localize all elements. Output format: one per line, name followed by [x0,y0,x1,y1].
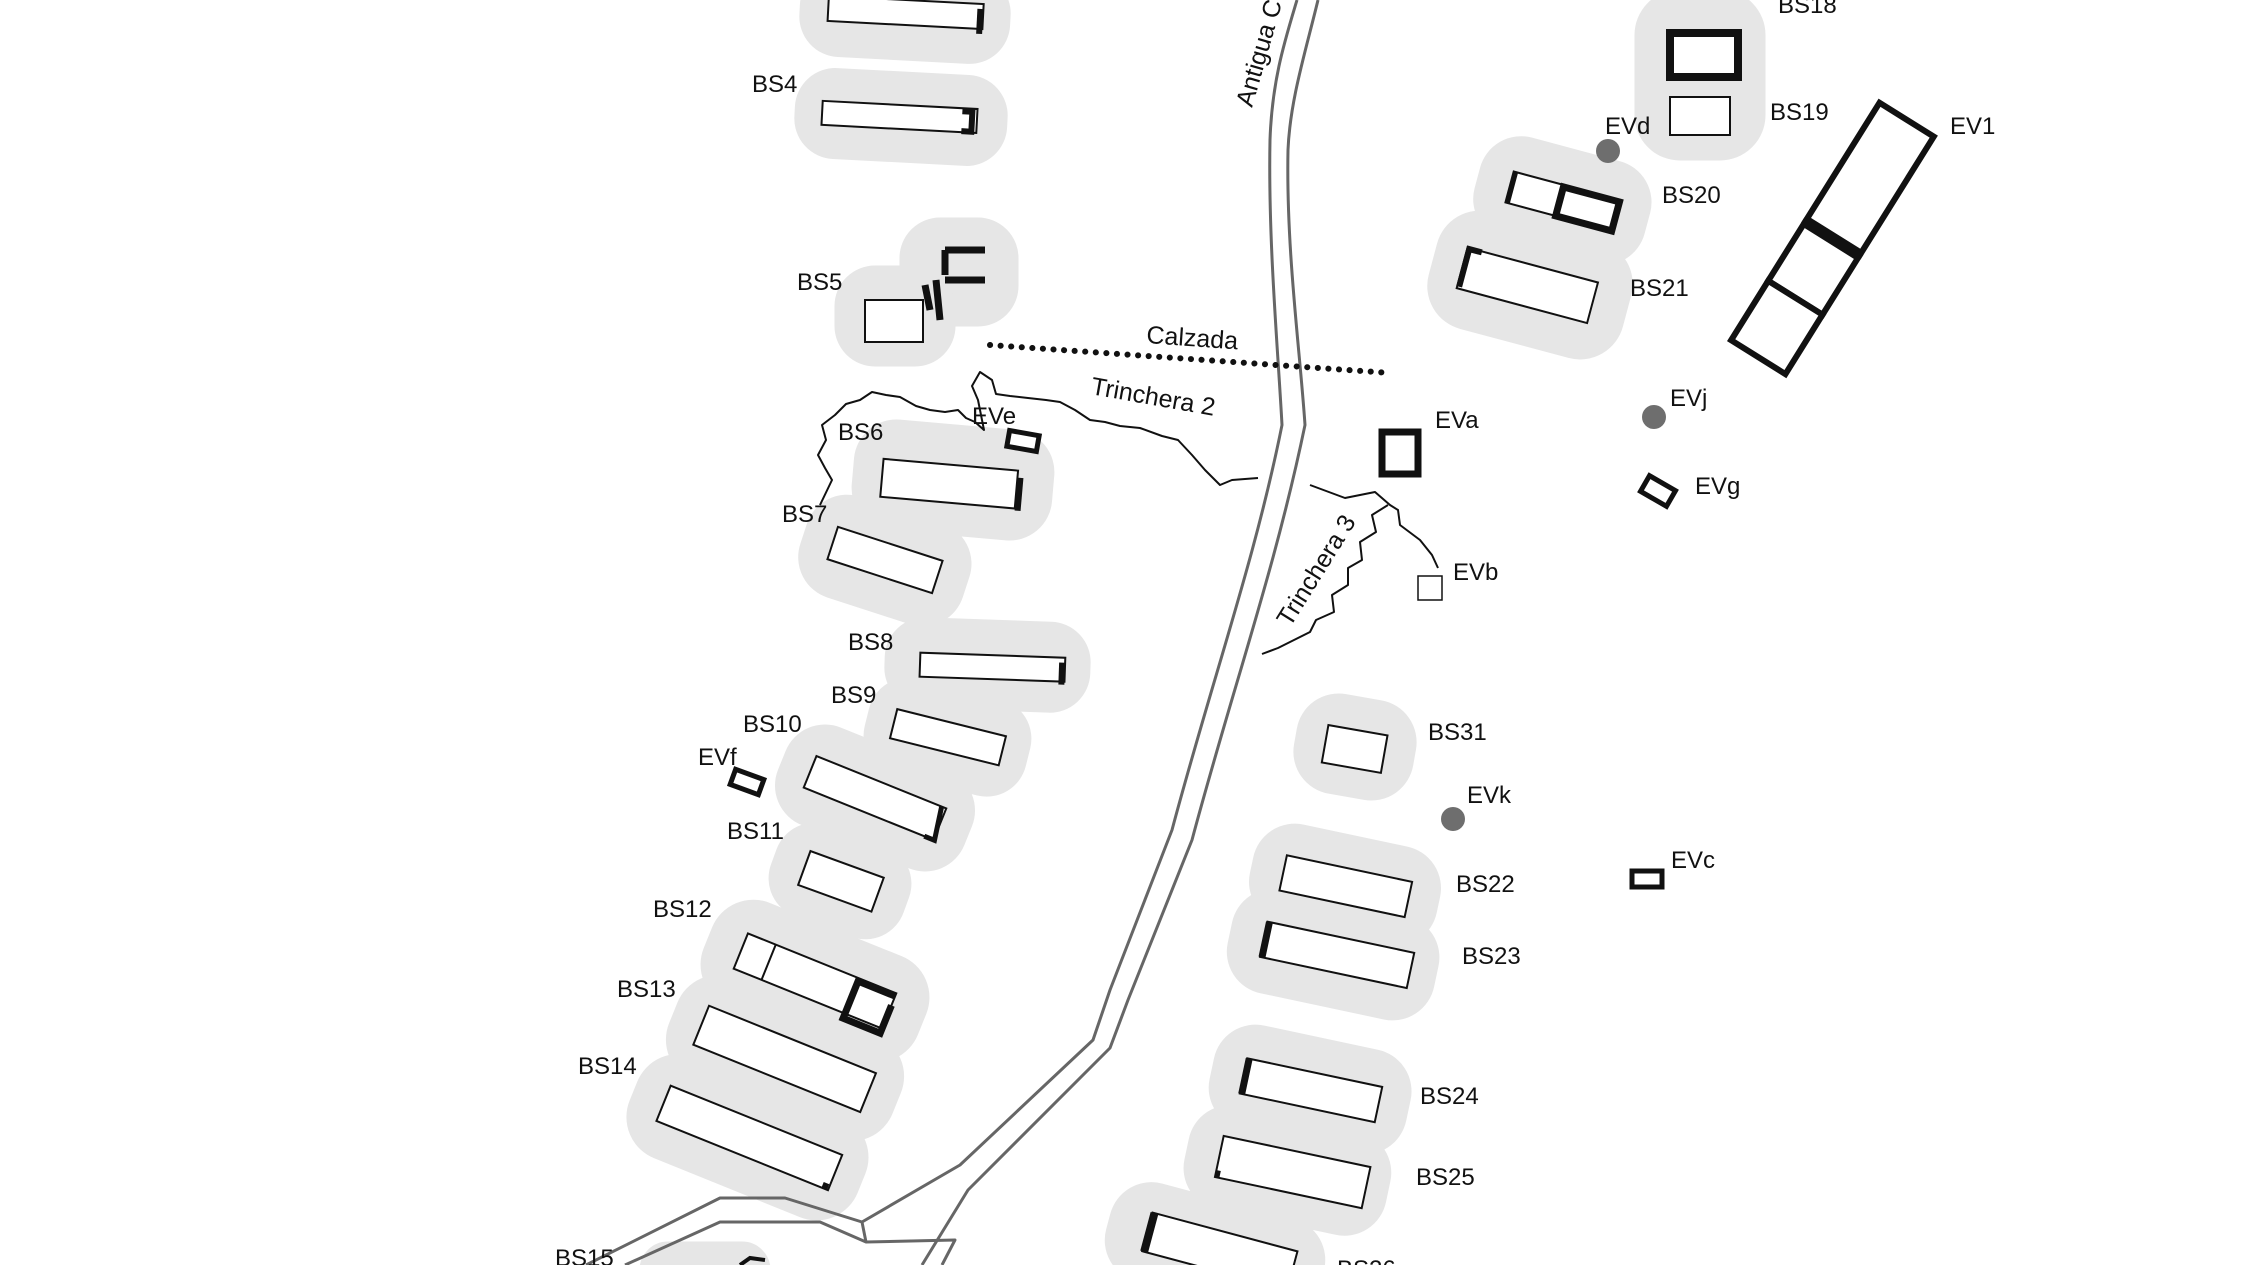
calzada-dotted-line [987,342,1393,376]
road-labels: Antigua C Calzada Trinchera 2 Trinchera … [1089,0,1362,631]
building-bs4 [820,99,979,135]
label-bs15: BS15 [555,1245,614,1265]
building-bs9 [888,707,1008,767]
label-bs23: BS23 [1462,943,1521,970]
road-branch-upper [585,1196,863,1265]
label-bs6: BS6 [838,419,883,446]
building-bs20 [1504,170,1624,236]
label-bs5: BS5 [797,269,842,296]
building-bs14 [655,1084,844,1192]
trinchera-3-branch [1261,504,1389,655]
halo-bs15 [639,1241,771,1265]
building-bs26 [1140,1211,1299,1265]
label-bs18: BS18 [1778,0,1837,19]
label-bs20: BS20 [1662,182,1721,209]
trenches [817,371,1439,655]
road-label-antigua: Antigua C [1231,0,1288,110]
label-bs26: BS26 [1337,1256,1396,1265]
building-top [826,0,985,35]
trinchera-2-line [817,371,1259,506]
building-bs6 [879,457,1024,512]
building-eva [1378,428,1422,478]
building-bs19 [1669,96,1731,136]
marker-evj [1642,405,1666,429]
label-eva: EVa [1435,407,1479,434]
label-bs25: BS25 [1416,1164,1475,1191]
building-eve [1003,427,1043,455]
antigua-road-east-edge [920,0,1320,1265]
label-bs10: BS10 [743,711,802,738]
feature-labels: BS18 BS4 BS19 EVd EV1 BS20 BS5 BS21 EVe … [555,0,1995,1265]
label-bs31: BS31 [1428,719,1487,746]
building-evf [726,766,768,798]
building-bs24 [1238,1057,1384,1124]
calzada-causeway [987,342,1393,376]
road-label-calzada: Calzada [1146,321,1240,355]
label-bs7: BS7 [782,501,827,528]
building-bs13 [692,1004,878,1114]
label-evj: EVj [1670,385,1707,412]
label-bs19: BS19 [1770,99,1829,126]
label-bs9: BS9 [831,682,876,709]
road-label-trinchera-2: Trinchera 2 [1089,372,1217,421]
building-bs31 [1320,723,1389,775]
road-branch-lower [624,1220,867,1265]
label-evb: EVb [1453,559,1498,586]
building-bs7 [826,525,944,595]
building-bs11 [796,849,886,913]
marker-evd [1596,139,1620,163]
building-outlines [655,0,1938,1265]
label-evd: EVd [1605,113,1650,140]
building-bs22 [1278,854,1414,919]
antigua-road-west-edge [860,0,1299,1265]
label-evf: EVf [698,744,737,771]
label-bs11: BS11 [727,818,784,845]
label-evc: EVc [1671,847,1715,874]
label-bs8: BS8 [848,629,893,656]
label-eve: EVe [972,403,1016,430]
label-bs13: BS13 [617,976,676,1003]
building-ev1 [1726,98,1938,379]
trinchera-3-line [1309,484,1439,569]
label-bs21: BS21 [1630,275,1689,302]
building-bs12 [732,932,898,1038]
building-bs23 [1258,920,1416,990]
label-bs12: BS12 [653,896,712,923]
point-markers [1441,139,1666,831]
label-bs14: BS14 [578,1053,637,1080]
label-evk: EVk [1467,782,1512,809]
marker-evk [1441,807,1465,831]
building-bs10 [802,754,948,844]
label-bs24: BS24 [1420,1083,1479,1110]
label-bs4: BS4 [752,71,797,98]
building-bs25 [1213,1134,1372,1210]
building-bs8 [918,651,1067,685]
label-bs22: BS22 [1456,871,1515,898]
building-bs21 [1455,245,1600,325]
building-bs18 [1666,29,1742,81]
building-evb [1417,575,1443,601]
building-bs15 [738,1255,766,1265]
label-evg: EVg [1695,473,1740,500]
building-evc [1629,868,1665,890]
roads [585,0,1320,1265]
label-ev1: EV1 [1950,113,1995,140]
building-bs5 [864,246,985,343]
building-evg [1637,472,1679,510]
